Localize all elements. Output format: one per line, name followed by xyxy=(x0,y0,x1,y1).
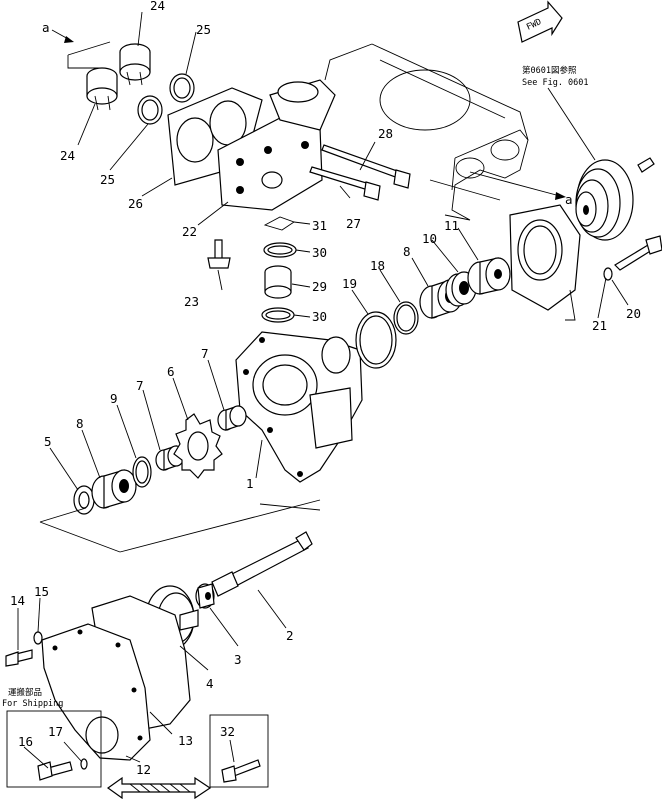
callout-26: 26 xyxy=(128,196,143,211)
see-fig-jp-label: 第0601図参照 xyxy=(522,65,577,76)
forward-arrow-icon: FWD xyxy=(517,0,563,43)
sensor-23 xyxy=(207,239,231,269)
mechanical-seal-3 xyxy=(195,583,215,609)
callout-2: 2 xyxy=(286,628,294,643)
bolt-27 xyxy=(309,166,381,201)
bolt-14 xyxy=(5,649,33,667)
callout-24-upper: 24 xyxy=(150,0,165,13)
callout-18: 18 xyxy=(370,258,385,273)
bolt-20 xyxy=(614,235,662,271)
callout-31: 31 xyxy=(312,218,327,233)
callout-30-lower: 30 xyxy=(312,309,327,324)
see-fig-en-label: See Fig. 0601 xyxy=(522,78,589,88)
leader-lines xyxy=(17,11,629,769)
callout-25-lower: 25 xyxy=(100,172,115,187)
callout-28: 28 xyxy=(378,126,393,141)
callout-32: 32 xyxy=(220,724,235,739)
callout-9: 9 xyxy=(110,391,118,406)
callout-16: 16 xyxy=(18,734,33,749)
callout-8-right: 8 xyxy=(403,244,411,259)
clip-31 xyxy=(263,216,295,231)
callout-1: 1 xyxy=(246,476,254,491)
callout-14: 14 xyxy=(10,593,25,608)
callout-7-right: 7 xyxy=(201,346,209,361)
callout-3: 3 xyxy=(234,652,242,667)
callout-12: 12 xyxy=(136,762,151,777)
callout-30-upper: 30 xyxy=(312,245,327,260)
bracket-plate xyxy=(509,204,581,311)
callout-10: 10 xyxy=(422,231,437,246)
hub-11 xyxy=(467,257,511,295)
washer-15 xyxy=(33,631,43,645)
shaft-2 xyxy=(211,531,313,597)
callout-20: 20 xyxy=(626,306,641,321)
thermostat-housing-22 xyxy=(217,79,336,211)
callout-8-left: 8 xyxy=(76,416,84,431)
callout-29: 29 xyxy=(312,279,327,294)
shipping-parts-box: 運搬部品 For Shipping xyxy=(2,687,102,788)
callout-labels: 24 25 24 25 26 22 28 27 31 30 29 30 23 1… xyxy=(10,0,641,777)
plug-29 xyxy=(264,265,292,299)
bolt-28 xyxy=(321,144,411,189)
callout-11: 11 xyxy=(444,218,459,233)
double-arrow-icon xyxy=(106,776,212,799)
washer-21 xyxy=(603,267,613,281)
callout-4: 4 xyxy=(206,676,214,691)
callout-21: 21 xyxy=(592,318,607,333)
engine-block-outline xyxy=(324,43,529,221)
callout-19: 19 xyxy=(342,276,357,291)
pulley xyxy=(575,157,655,241)
callout-7-left: 7 xyxy=(136,378,144,393)
cover-12 xyxy=(41,623,151,761)
bearing-8-left xyxy=(91,469,137,509)
shipping-en-label: For Shipping xyxy=(2,699,63,709)
gear-6 xyxy=(173,413,223,479)
seal-5 xyxy=(73,485,95,515)
callout-17: 17 xyxy=(48,724,63,739)
shipping-jp-label: 運搬部品 xyxy=(8,687,42,698)
spacer-7-right xyxy=(217,405,247,431)
callout-5: 5 xyxy=(44,434,52,449)
callout-23: 23 xyxy=(184,294,199,309)
callout-25-upper: 25 xyxy=(196,22,211,37)
callout-13: 13 xyxy=(178,733,193,748)
thermostat-lower xyxy=(86,67,118,111)
callout-6: 6 xyxy=(167,364,175,379)
ref-a-right: a xyxy=(565,192,573,207)
callout-15: 15 xyxy=(34,584,49,599)
callout-22: 22 xyxy=(182,224,197,239)
callout-24-lower: 24 xyxy=(60,148,75,163)
callout-27: 27 xyxy=(346,216,361,231)
thermostat-upper xyxy=(119,43,151,86)
bolt-box-32 xyxy=(209,714,269,788)
water-pump-body-1 xyxy=(235,331,363,483)
ref-a-top: a xyxy=(42,20,50,35)
